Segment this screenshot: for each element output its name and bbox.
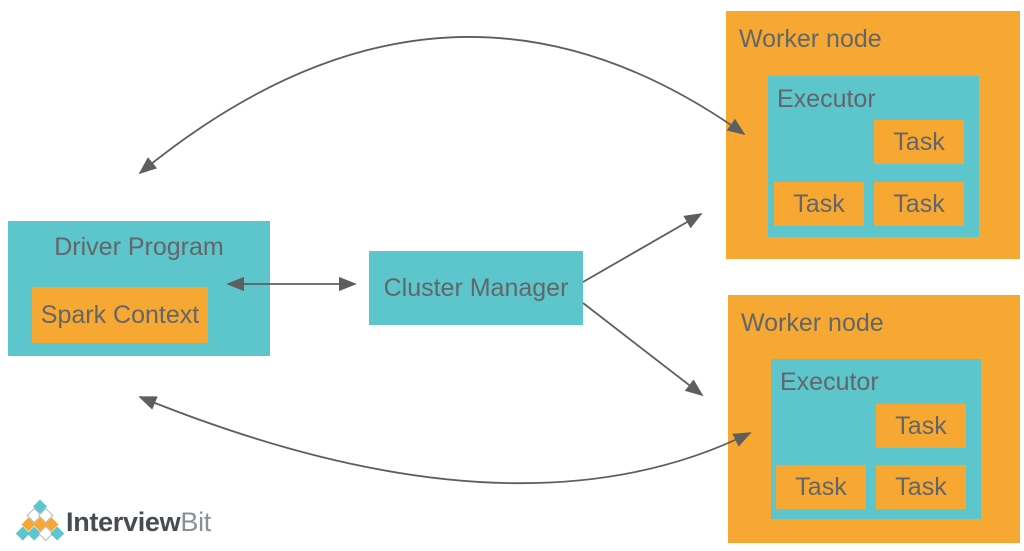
logo-diamond [44, 517, 59, 532]
arrow-cluster-manager-worker2 [582, 302, 704, 397]
arrow-driver-worker1-arc [138, 36, 746, 175]
task-node: Task [876, 404, 966, 448]
task-node: Task [874, 120, 964, 164]
driver-program-node: Driver Program Spark Context [8, 221, 270, 356]
logo-diamond [33, 517, 47, 532]
task-label: Task [895, 472, 947, 501]
arrow-driver-worker2-arc [138, 396, 752, 485]
logo-diamond [26, 507, 42, 524]
task-node: Task [776, 465, 866, 509]
interviewbit-wordmark: InterviewBit [66, 507, 211, 538]
executor-2: Executor Task Task Task [771, 359, 981, 519]
task-label: Task [795, 472, 847, 501]
executor-2-label: Executor [780, 368, 879, 396]
task-node: Task [876, 465, 966, 509]
task-node: Task [774, 182, 864, 226]
driver-program-label: Driver Program [54, 233, 224, 261]
executor-1-label: Executor [777, 85, 876, 113]
worker-node-1-label: Worker node [739, 25, 882, 53]
executor-1: Executor Task Task Task [768, 76, 979, 237]
spark-context-label: Spark Context [40, 300, 200, 329]
task-label: Task [793, 189, 845, 218]
worker-node-1: Worker node Executor Task Task Task [726, 11, 1020, 259]
interviewbit-logo [15, 499, 65, 542]
task-label: Task [893, 189, 945, 218]
logo-diamond [15, 526, 30, 541]
logo-diamond [50, 526, 65, 541]
interviewbit-logo-icon [15, 499, 65, 542]
cluster-manager-label: Cluster Manager [383, 273, 569, 302]
logo-diamond [38, 525, 54, 542]
arrow-cluster-manager-worker1 [582, 213, 703, 283]
brand-text-bold: Interview [66, 507, 181, 537]
logo-diamond [38, 507, 54, 524]
logo-diamond [33, 499, 47, 514]
worker-node-2-label: Worker node [741, 309, 884, 337]
logo-diamond [27, 526, 42, 541]
brand-text-light: Bit [180, 507, 211, 537]
worker-node-2: Worker node Executor Task Task Task [728, 295, 1020, 543]
logo-diamond [21, 517, 36, 532]
task-label: Task [895, 411, 947, 440]
cluster-manager-node: Cluster Manager [369, 251, 583, 325]
task-node: Task [874, 182, 964, 226]
spark-context-node: Spark Context [32, 287, 208, 343]
task-label: Task [893, 127, 945, 156]
